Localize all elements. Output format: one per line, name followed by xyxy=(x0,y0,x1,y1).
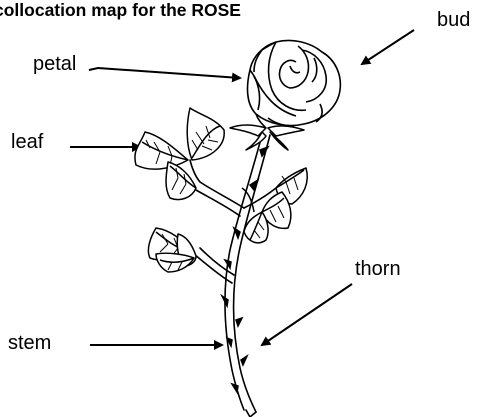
arrows xyxy=(70,30,414,345)
arrow-bud xyxy=(362,30,414,64)
leaves-right xyxy=(242,168,307,243)
rose-bloom xyxy=(248,40,341,128)
stem-drawing xyxy=(190,135,276,417)
leaves-upper-left xyxy=(135,108,224,200)
leaves-lower-left xyxy=(148,228,196,272)
arrow-petal xyxy=(89,68,240,78)
arrow-thorn xyxy=(262,284,352,345)
